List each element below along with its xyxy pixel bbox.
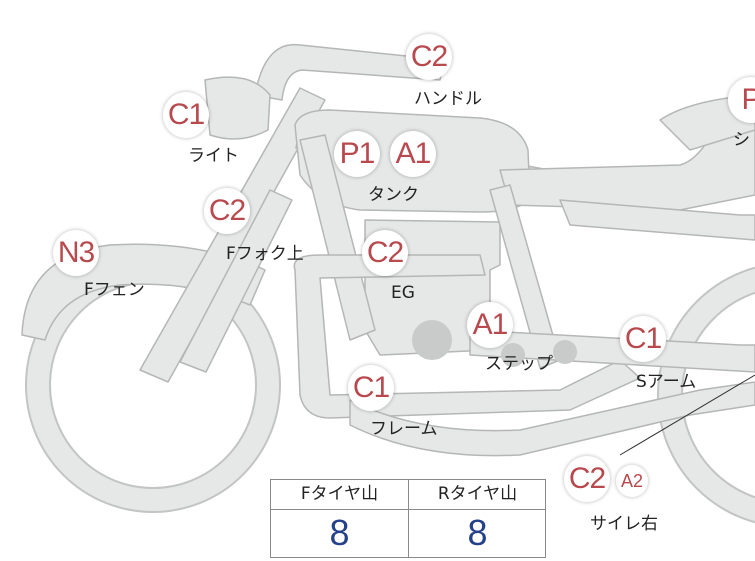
front-tire-column: Fタイヤ山 8 (271, 480, 409, 557)
rear-tire-column: Rタイヤ山 8 (409, 480, 546, 557)
callout-line (619, 374, 755, 456)
label-frame: フレーム (370, 419, 438, 439)
badge-frame: C1 (348, 365, 394, 411)
badge-sarm: C1 (620, 316, 666, 362)
badge-tank-a1: A1 (390, 131, 436, 177)
rear-tire-value: 8 (467, 512, 488, 553)
label-fork: Fフォク上 (226, 244, 304, 264)
frame-lower (293, 254, 641, 419)
label-tank: タンク (368, 185, 419, 205)
front-fork (139, 87, 326, 383)
badge-fork: C2 (204, 188, 250, 234)
badge-muffler-a2: A2 (616, 465, 648, 497)
label-seat: シ (733, 130, 750, 150)
label-sarm: Sアーム (636, 372, 697, 392)
step-peg-right (553, 340, 577, 364)
rear-tire-header: Rタイヤ山 (409, 480, 546, 510)
badge-fender: N3 (53, 230, 99, 276)
badge-handle: C2 (406, 34, 452, 80)
front-tire-header: Fタイヤ山 (271, 480, 408, 510)
badge-eg: C2 (362, 230, 408, 276)
label-step: ステップ (485, 354, 553, 374)
step-peg-left (501, 343, 525, 367)
front-tire-value: 8 (329, 512, 350, 553)
muffler (349, 381, 755, 457)
badge-light: C1 (163, 92, 209, 138)
swing-arm (469, 329, 755, 373)
label-light: ライト (188, 146, 239, 166)
badge-tank-p1: P1 (334, 131, 380, 177)
label-eg: EG (391, 283, 415, 303)
badge-muffler: C2 (564, 456, 610, 502)
label-muffler: サイレ右 (590, 514, 658, 534)
label-handle: ハンドル (414, 89, 482, 109)
label-fender: Fフェン (84, 280, 145, 300)
headlight (204, 76, 271, 140)
engine-cover (412, 320, 452, 360)
tire-tread-table: Fタイヤ山 8 Rタイヤ山 8 (270, 479, 546, 558)
badge-step: A1 (467, 302, 513, 348)
